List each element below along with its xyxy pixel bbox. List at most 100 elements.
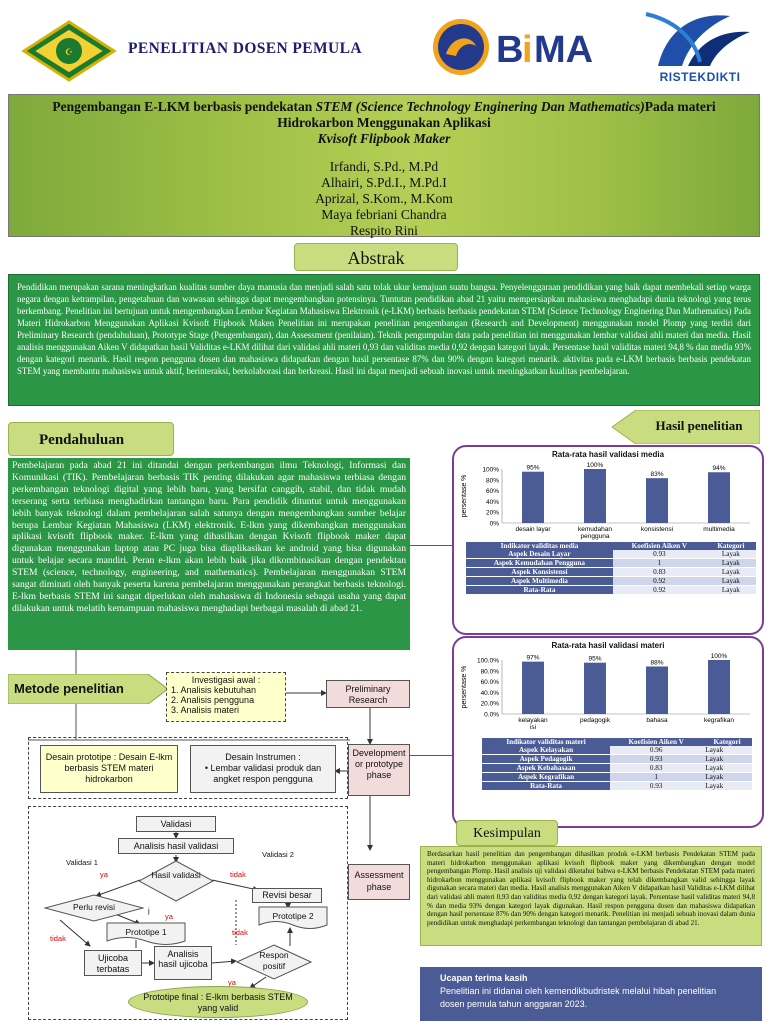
table-header: Koefisien Aiken V: [610, 738, 703, 746]
svg-text:MA: MA: [534, 29, 593, 71]
label-tidak: tidak: [50, 934, 66, 943]
table-cell: Aspek Kemudahan Pengguna: [466, 558, 613, 568]
investigasi-title: Investigasi awal :: [191, 675, 261, 685]
acknowledgement-box: Ucapan terima kasih Penelitian ini didan…: [420, 967, 762, 1021]
preliminary-research-box: Preliminary Research: [326, 680, 410, 708]
hasil-validasi-diamond: Hasil validasi: [138, 860, 214, 902]
y-tick-label: 80%: [486, 477, 499, 484]
y-tick-label: 80.0%: [481, 668, 500, 675]
label-tidak: tidak: [232, 928, 248, 937]
analisis-ujicoba-box: Analisis hasil ujicoba: [154, 946, 212, 980]
bar: [646, 478, 668, 523]
table-cell: Layak: [702, 772, 752, 782]
y-axis-label: persentase %: [461, 475, 468, 518]
bar: [708, 660, 730, 714]
table-cell: 0.92: [612, 576, 706, 586]
pendahuluan-body: Pembelajaran pada abad 21 ini ditandai d…: [8, 458, 410, 650]
investigasi-item: 2. Analisis pengguna: [171, 695, 255, 705]
materi-validation-table: Indikator validitas materi Koefisien Aik…: [482, 738, 752, 791]
table-cell: 0.96: [610, 746, 703, 755]
table-cell: Layak: [702, 763, 752, 773]
y-tick-label: 40%: [486, 499, 499, 506]
materi-validation-panel: Rata-rata hasil validasi materi persenta…: [452, 636, 764, 828]
table-cell: Aspek Pedagogik: [482, 754, 611, 764]
table-cell: 0.93: [612, 550, 706, 559]
x-tick-label: bahasa: [646, 717, 668, 724]
bar: [708, 472, 730, 523]
bar: [522, 661, 544, 714]
table-cell: Layak: [705, 550, 756, 559]
prototype-stage-frame: [28, 737, 348, 799]
table-cell: 0.83: [612, 567, 706, 577]
poster-header: [0, 0, 768, 92]
assessment-phase-box: Assessment phase: [348, 864, 410, 900]
kesimpulan-body: Berdasarkan hasil penelitian dan pengemb…: [420, 846, 762, 946]
bar-value-label: 83%: [650, 471, 663, 478]
investigasi-item: 1. Analisis kebutuhan: [171, 685, 257, 695]
table-cell: Layak: [702, 754, 752, 764]
connector-line: [410, 545, 454, 546]
bar-value-label: 88%: [650, 659, 663, 666]
investigasi-item-text: Analisis materi: [180, 705, 240, 715]
pendahuluan-heading: Pendahuluan: [8, 422, 174, 456]
table-cell: Layak: [705, 558, 756, 568]
table-cell: Layak: [702, 746, 752, 755]
assessment-frame: [28, 806, 348, 1020]
media-validation-panel: Rata-rata hasil validasi media persentas…: [452, 445, 764, 635]
table-cell: Aspek Desain Layar: [466, 550, 613, 559]
prototipe1-shape: Prototipe 1: [106, 922, 186, 946]
university-logo: ☪: [14, 20, 124, 82]
materi-validation-chart: persentase %0.0%20.0%40.0%60.0%80.0%100.…: [461, 653, 750, 731]
respon-positif-diamond: Respon positif: [236, 944, 312, 980]
x-tick-label: pedagogik: [580, 717, 611, 724]
metode-heading: Metode penelitian: [14, 681, 124, 696]
bar: [584, 469, 606, 523]
table-cell: Aspek Kegrafikan: [482, 772, 611, 782]
author-name: Aprizal, S.Kom., M.Kom: [315, 191, 453, 206]
table-cell: 0.93: [610, 754, 703, 764]
hasil-heading: Hasil penelitian: [655, 418, 743, 433]
label-ya: ya: [165, 912, 173, 921]
hasil-validasi-text: Hasil validasi: [151, 870, 201, 880]
acknowledgement-title: Ucapan terima kasih: [440, 973, 528, 983]
table-cell: Rata-Rata: [482, 781, 611, 791]
x-tick-label: multimedia: [703, 526, 735, 533]
bar-value-label: 94%: [712, 465, 725, 472]
x-tick-label: desain layar: [515, 526, 551, 533]
abstrak-body: Pendidikan merupakan sarana meningkatkan…: [8, 274, 760, 406]
acknowledgement-text: Penelitian ini didanai oleh kemendikbudr…: [440, 986, 717, 1009]
metode-heading-arrow: [7, 673, 169, 705]
ristekdikti-logo: RISTEKDIKTI: [638, 6, 762, 88]
prototipe2-shape: Prototipe 2: [258, 906, 328, 930]
table-cell: 0.92: [612, 585, 706, 595]
validasi1-label: Validasi 1: [66, 858, 98, 867]
desain-prototipe-box: Desain prototipe : Desain E-lkm berbasis…: [40, 745, 178, 793]
table-cell: Layak: [705, 576, 756, 586]
bar: [522, 471, 544, 523]
y-tick-label: 20.0%: [481, 701, 500, 708]
x-tick-label: kelayakan: [518, 717, 548, 724]
poster-type: PENELITIAN DOSEN PEMULA: [128, 40, 362, 57]
svg-text:i: i: [522, 29, 533, 71]
table-header-row: Indikator validitas materi Koefisien Aik…: [482, 738, 752, 746]
bima-logo: B i MA: [430, 16, 630, 78]
author-list: Irfandi, S.Pd., M.Pd Alhairi, S.Pd.I., M…: [9, 159, 759, 239]
flowchart-connectors: [28, 650, 373, 989]
chart2-title: Rata-rata hasil validasi materi: [551, 641, 665, 650]
y-tick-label: 40.0%: [481, 690, 500, 697]
bar-value-label: 100%: [711, 653, 728, 660]
ujicoba-box: Ujicoba terbatas: [84, 950, 142, 976]
prototipe1-text: Prototipe 1: [125, 927, 167, 937]
poster-title: Pengembangan E-LKM berbasis pendekatan S…: [15, 99, 753, 131]
desain-instrumen-title: Desain Instrumen :: [225, 752, 301, 762]
title-part2: Pada materi Hidrokarbon Menggunakan Apli…: [277, 99, 716, 130]
desain-instrumen-item-text: Lembar validasi produk dan angket respon…: [210, 763, 322, 784]
revisi-besar-box: Revisi besar: [252, 888, 322, 903]
media-validation-chart: persentase %0%20%40%60%80%100%95%desain …: [461, 462, 750, 540]
